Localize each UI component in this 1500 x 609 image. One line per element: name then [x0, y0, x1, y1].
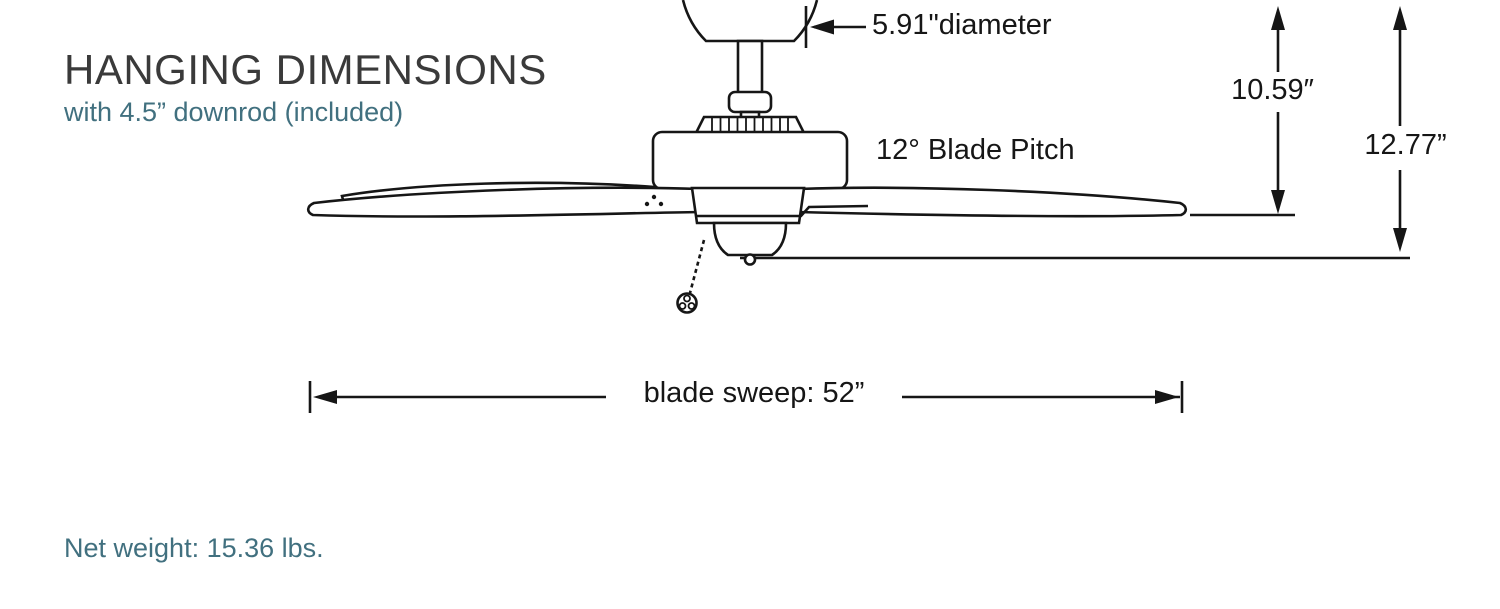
page-title: HANGING DIMENSIONS [64, 46, 547, 93]
page-subtitle: with 4.5” downrod (included) [64, 97, 404, 127]
fan-motor-housing [651, 130, 849, 191]
downrod-height-label: 10.59″ [1231, 74, 1314, 106]
fan-coupler [727, 90, 773, 114]
fan-blade-left [306, 186, 702, 218]
fan-canopy [681, 0, 819, 43]
pull-chain [688, 239, 706, 294]
fan-blade-right [796, 186, 1188, 218]
canopy-diameter-label: 5.91"diameter [872, 9, 1052, 41]
fan-hub [690, 186, 806, 225]
net-weight-label: Net weight: 15.36 lbs. [64, 533, 324, 563]
dim-diameter-arrow [804, 6, 866, 48]
blade-pitch-label: 12° Blade Pitch [876, 134, 1075, 166]
blade-sweep-label: blade sweep: 52” [643, 377, 865, 409]
dim-total-height-arrow [1393, 6, 1407, 252]
fan-screw-dots [644, 194, 664, 207]
pull-chain-fob [676, 292, 698, 314]
fan-finial [743, 253, 757, 266]
fan-switch-cup [712, 221, 788, 257]
fan-motor-fins [693, 115, 807, 135]
total-height-label: 12.77” [1364, 129, 1447, 161]
fan-downrod [736, 39, 764, 96]
dim-downrod-height-arrow [1190, 6, 1295, 217]
dim-blade-sweep-arrow [308, 381, 1184, 413]
